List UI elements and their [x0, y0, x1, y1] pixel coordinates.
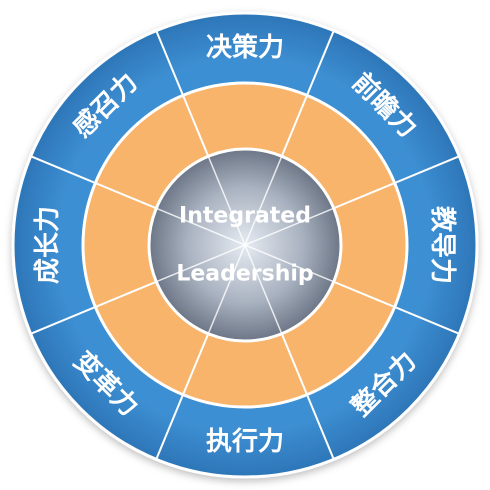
segment-divider — [155, 333, 210, 460]
center-title-line1: Integrated — [179, 204, 311, 229]
segment-divider — [155, 30, 210, 157]
segment-divider — [30, 155, 157, 210]
segment-divider — [280, 333, 335, 460]
segment-divider — [30, 280, 157, 335]
center-spoke — [244, 244, 334, 283]
segment-divider — [333, 155, 460, 210]
segment-divider — [280, 30, 335, 157]
center-spoke — [207, 156, 246, 246]
center-spoke — [244, 244, 283, 334]
center-spoke — [156, 207, 246, 246]
segment-label: 教导力 — [427, 206, 457, 284]
center-spoke — [207, 244, 246, 334]
center-spoke — [244, 156, 283, 246]
segment-label: 成长力 — [33, 206, 63, 284]
center-spokes — [156, 156, 334, 334]
center-title-line2: Leadership — [176, 262, 313, 287]
segment-dividers — [30, 30, 460, 460]
center-spoke — [156, 244, 246, 283]
segment-label: 执行力 — [206, 426, 284, 457]
center-spoke — [244, 207, 334, 246]
segment-label: 决策力 — [206, 32, 284, 63]
segment-divider — [333, 280, 460, 335]
